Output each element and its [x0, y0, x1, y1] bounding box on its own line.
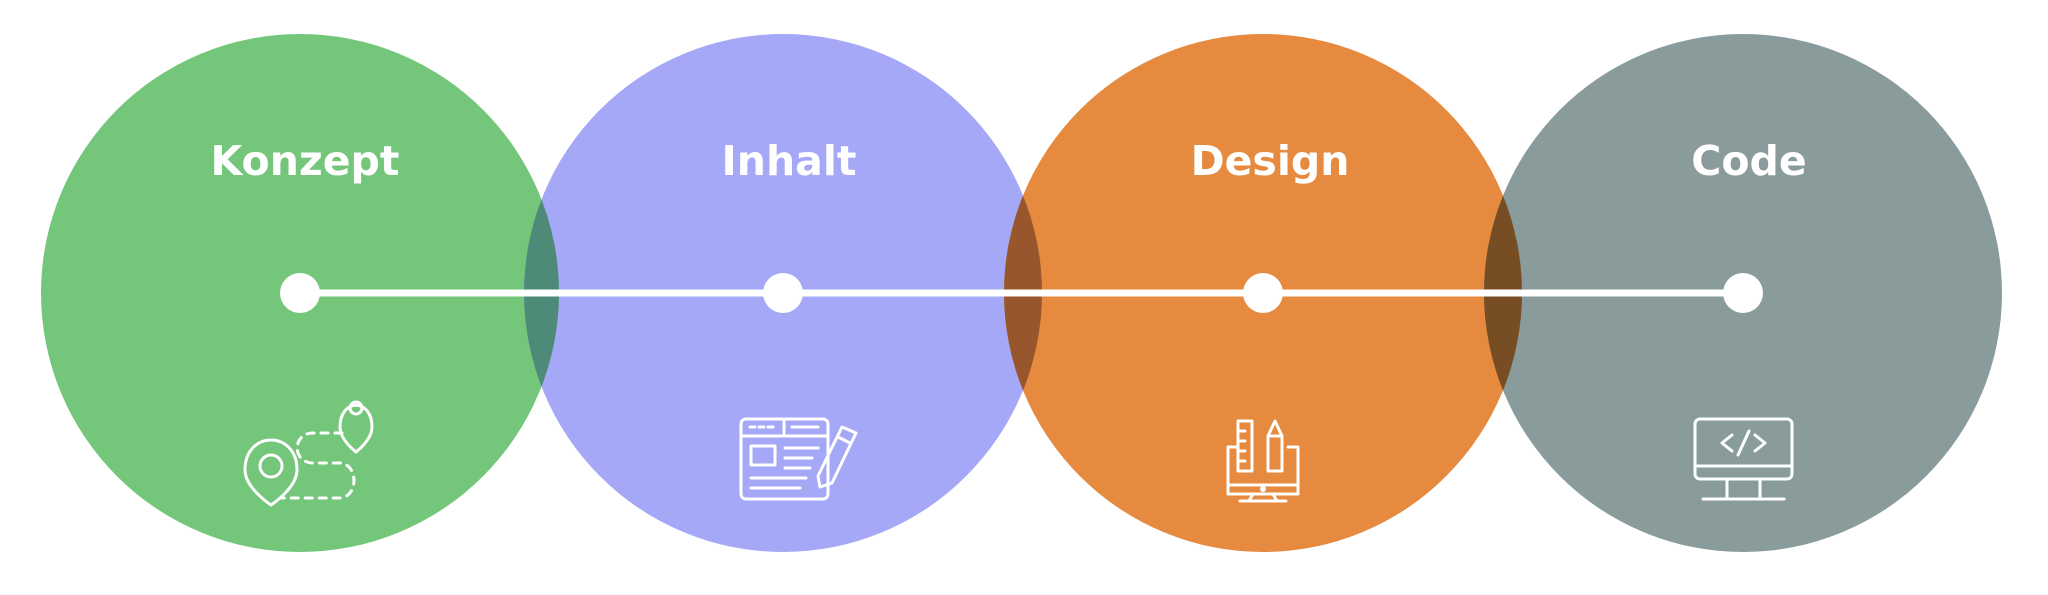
timeline-dot-inhalt — [763, 273, 803, 313]
step-title-design: Design — [1191, 137, 1350, 185]
content-editing-icon — [739, 417, 858, 501]
step-title-konzept: Konzept — [210, 137, 399, 185]
design-tools-monitor-icon — [1226, 419, 1300, 503]
code-monitor-icon — [1693, 417, 1794, 501]
timeline-dot-code — [1723, 273, 1763, 313]
step-title-inhalt: Inhalt — [722, 137, 857, 185]
timeline-dot-design — [1243, 273, 1283, 313]
timeline-dot-konzept — [280, 273, 320, 313]
step-title-code: Code — [1691, 137, 1806, 185]
map-route-icon — [243, 400, 374, 507]
